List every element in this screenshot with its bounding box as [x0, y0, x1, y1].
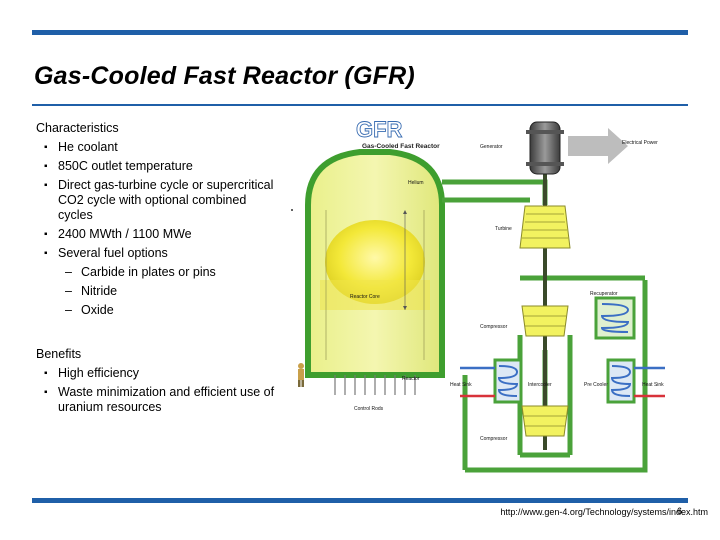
characteristic-text: Several fuel options [58, 246, 168, 260]
dash-icon: – [65, 284, 72, 298]
label-control-rods: Control Rods [354, 406, 384, 412]
list-item: ▪ 850C outlet temperature [36, 159, 276, 174]
characteristic-text: He coolant [58, 140, 118, 154]
label-compressor-top: Compressor [480, 324, 508, 330]
label-electrical-power: Electrical Power [622, 140, 658, 146]
title-underline [32, 104, 688, 106]
compressor-bottom [521, 405, 569, 437]
list-item: ▪ He coolant [36, 140, 276, 155]
list-item: –Carbide in plates or pins [36, 265, 276, 280]
benefit-text: High efficiency [58, 366, 140, 380]
bullet-icon: ▪ [44, 387, 48, 398]
label-intercooler: Intercooler [528, 382, 552, 388]
diagram-subtitle: Gas-Cooled Fast Reactor [362, 143, 440, 150]
list-item: –Oxide [36, 303, 276, 318]
fuel-option-text: Nitride [81, 284, 118, 298]
shaft [543, 150, 547, 450]
label-heat-sink-right: Heat Sink [642, 382, 664, 388]
label-turbine: Turbine [495, 226, 512, 232]
benefits-list: ▪ High efficiency ▪ Waste minimization and… [36, 366, 276, 415]
characteristics-section: Characteristics ▪ He coolant ▪ 850C outlet… [36, 121, 276, 322]
characteristics-list: ▪ He coolant ▪ 850C outlet temperature ▪ Di… [36, 140, 276, 318]
label-reactor-core: Reactor Core [350, 294, 380, 300]
heat-sink-pipes [460, 366, 665, 398]
reactor-vessel [305, 149, 445, 378]
fuel-option-text: Carbide in plates or pins [81, 265, 216, 279]
pre-cooler [606, 358, 636, 404]
bullet-icon: ▪ [44, 142, 48, 153]
characteristic-text: 2400 MWth / 1100 MWe [58, 227, 192, 241]
generator [526, 121, 564, 175]
turbine [519, 205, 571, 249]
list-item: ▪ Direct gas-turbine cycle or supercritic… [36, 178, 276, 223]
bullet-icon: ▪ [44, 180, 48, 191]
bullet-icon: ▪ [44, 229, 48, 240]
characteristic-text: Direct gas-turbine cycle or supercritica… [58, 178, 274, 222]
gfr-diagram: GFR Gas-Cooled Fast Reactor [291, 117, 665, 473]
label-compressor-bottom: Compressor [480, 436, 508, 442]
bullet-icon: ▪ [44, 248, 48, 259]
benefits-section: Benefits ▪ High efficiency ▪ Waste minimiz… [36, 347, 276, 419]
recuperator [594, 296, 636, 340]
gfr-logo: GFR Gas-Cooled Fast Reactor [356, 117, 441, 150]
label-helium: Helium [408, 180, 424, 186]
fuel-option-text: Oxide [81, 303, 114, 317]
intercooler [493, 358, 523, 404]
page-number: 6 [677, 506, 683, 516]
label-pre-cooler: Pre Cooler [584, 382, 608, 388]
top-rule [32, 30, 688, 35]
list-item: –Nitride [36, 284, 276, 299]
electrical-power-arrow [568, 128, 628, 164]
control-rods [334, 375, 416, 395]
benefits-header: Benefits [36, 347, 82, 361]
label-heat-sink-left: Heat Sink [450, 382, 472, 388]
label-recuperator: Recuperator [590, 291, 618, 297]
logo-text: GFR [356, 117, 403, 142]
person-icon [298, 363, 304, 387]
bullet-icon: ▪ [44, 368, 48, 379]
benefit-text: Waste minimization and efficient use of … [58, 385, 275, 414]
bullet-icon: ▪ [44, 161, 48, 172]
dash-icon: – [65, 303, 72, 317]
bottom-rule [32, 498, 688, 503]
characteristics-header: Characteristics [36, 121, 119, 135]
source-url[interactable]: http://www.gen-4.org/Technology/systems/… [500, 507, 708, 517]
characteristic-text: 850C outlet temperature [58, 159, 193, 173]
compressor-top [521, 305, 569, 337]
list-item: ▪ 2400 MWth / 1100 MWe [36, 227, 276, 242]
list-item: ▪ Waste minimization and efficient use of… [36, 385, 276, 415]
label-generator: Generator [480, 144, 503, 150]
dash-icon: – [65, 265, 72, 279]
list-item: ▪ High efficiency [36, 366, 276, 381]
label-reactor: Reactor [402, 376, 420, 382]
list-item: ▪ Several fuel options [36, 246, 276, 261]
slide-title: Gas-Cooled Fast Reactor (GFR) [34, 62, 415, 90]
